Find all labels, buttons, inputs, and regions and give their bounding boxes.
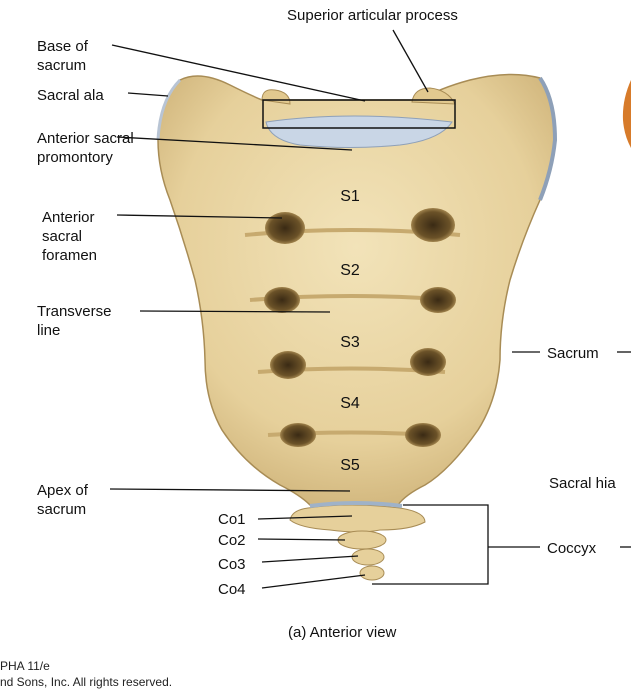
segment-s2: S2 [330, 262, 370, 280]
label-sacral-hiatus: Sacral hia [549, 474, 616, 493]
segment-s1: S1 [330, 188, 370, 206]
label-base-of-sacrum: Base of sacrum [37, 37, 109, 75]
label-transverse-line: Transverse line [37, 302, 137, 340]
label-superior-articular-process: Superior articular process [287, 6, 458, 25]
leader-sacral-ala [128, 93, 168, 96]
label-co3: Co3 [218, 555, 246, 574]
adjacent-figure-fragment [623, 80, 631, 148]
foramen-left-1 [265, 212, 305, 244]
leader-superior-articular-process [393, 30, 428, 92]
segment-s3: S3 [330, 334, 370, 352]
coccyx-co1 [290, 505, 425, 532]
segment-s4: S4 [330, 395, 370, 413]
segment-s5: S5 [330, 457, 370, 475]
label-coccyx: Coccyx [547, 539, 596, 558]
label-co2: Co2 [218, 531, 246, 550]
label-anterior-sacral-promontory: Anterior sacral promontory [37, 129, 137, 167]
label-anterior-sacral-foramen: Anterior sacral foramen [42, 208, 117, 265]
foramen-left-2 [264, 287, 300, 313]
label-apex-of-sacrum: Apex of sacrum [37, 481, 109, 519]
foramen-right-2 [420, 287, 456, 313]
credit-line-1: PHA 11/e [0, 659, 50, 673]
foramen-left-3 [270, 351, 306, 379]
foramen-right-1 [411, 208, 455, 242]
coccyx-co4 [360, 566, 384, 580]
foramen-left-4 [280, 423, 316, 447]
foramen-right-3 [410, 348, 446, 376]
coccyx-co2 [338, 531, 386, 549]
label-co4: Co4 [218, 580, 246, 599]
figure-caption: (a) Anterior view [288, 624, 396, 641]
foramen-right-4 [405, 423, 441, 447]
leader-co2 [258, 539, 345, 540]
leader-co4 [262, 575, 365, 588]
coccyx-co3 [352, 549, 384, 565]
label-sacrum: Sacrum [547, 344, 599, 363]
label-co1: Co1 [218, 510, 246, 529]
label-sacral-ala: Sacral ala [37, 86, 104, 105]
leader-co3 [262, 556, 358, 562]
